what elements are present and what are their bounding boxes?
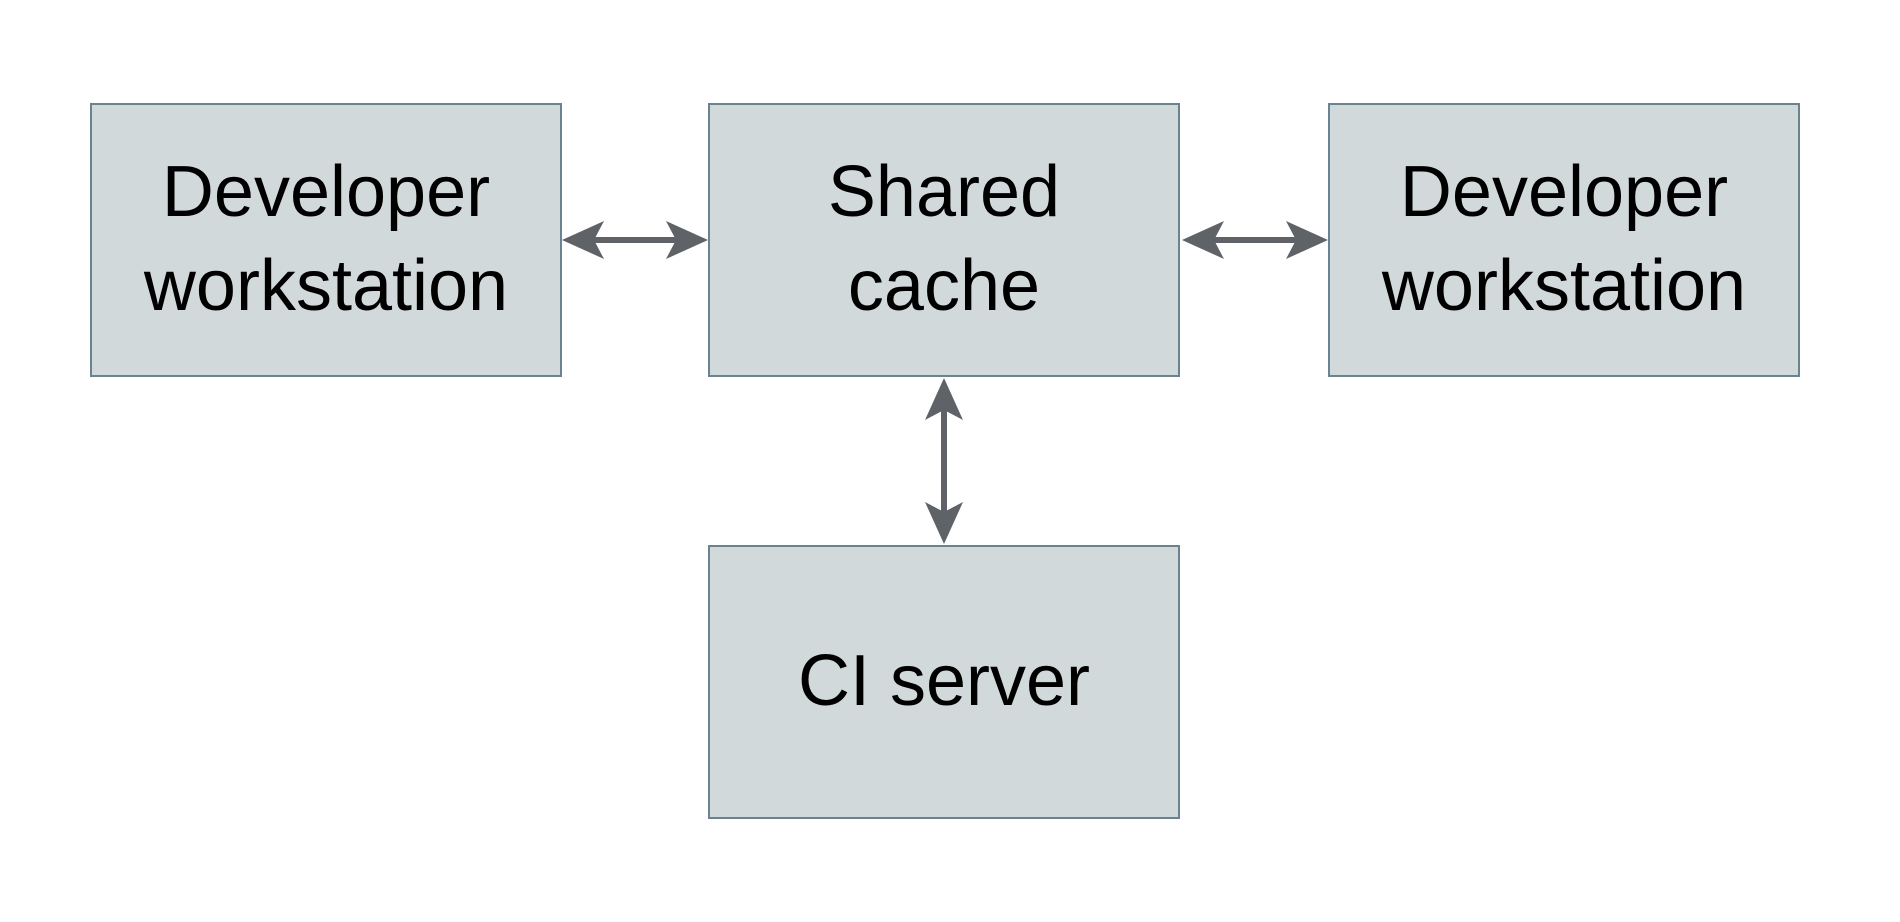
node-ci-server: CI server [708, 545, 1180, 819]
bidirectional-arrow-cache-devright-icon [1182, 221, 1328, 259]
arrow-shaft [1213, 237, 1297, 243]
arrowhead-right-icon [1286, 221, 1328, 259]
bidirectional-arrow-cache-ciserver-icon [925, 378, 963, 544]
arrowhead-up-icon [925, 378, 963, 420]
arrow-shaft [941, 410, 947, 512]
node-developer-workstation-left: Developer workstation [90, 103, 562, 377]
arrowhead-right-icon [666, 221, 708, 259]
node-shared-cache: Shared cache [708, 103, 1180, 377]
arrowhead-left-icon [562, 221, 604, 259]
arrowhead-down-icon [925, 502, 963, 544]
node-developer-workstation-right: Developer workstation [1328, 103, 1800, 377]
bidirectional-arrow-devleft-cache-icon [562, 221, 708, 259]
arrowhead-left-icon [1182, 221, 1224, 259]
arrow-shaft [593, 237, 677, 243]
